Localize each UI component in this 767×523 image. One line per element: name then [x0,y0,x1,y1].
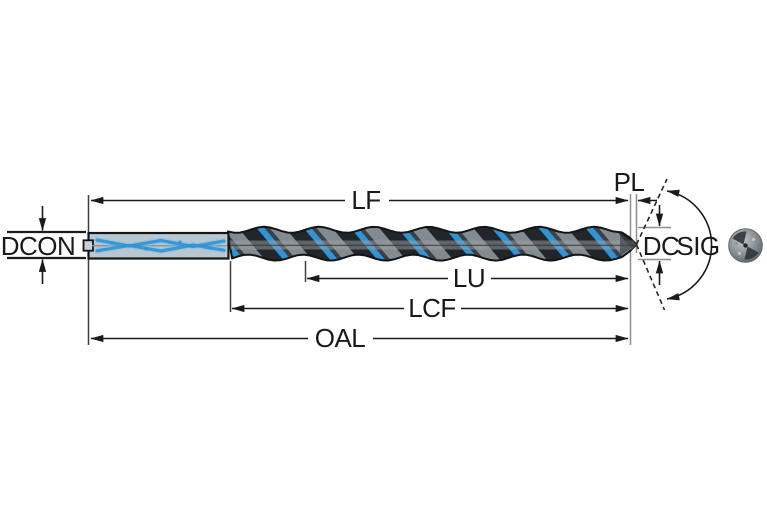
label-lu: LU [452,263,486,293]
sig-angle-dashed-lines [635,178,668,311]
drill-point [620,233,637,256]
extension-lines [7,194,671,345]
coolant-channel-pattern [94,237,227,254]
label-lcf: LCF [408,293,456,323]
label-oal: OAL [314,323,366,353]
label-sig: SIG [676,231,720,261]
drill-flutes [227,225,638,262]
label-lf: LF [351,185,381,215]
sig-angle-arc [666,189,713,301]
label-dcon: DCON [0,231,76,261]
label-pl: PL [613,167,645,197]
drill-shank [82,231,230,260]
label-dc: DC [642,231,680,261]
drill-end-view-icon [728,228,763,263]
coolant-dots [110,240,212,251]
shank-end-notch [82,239,94,252]
